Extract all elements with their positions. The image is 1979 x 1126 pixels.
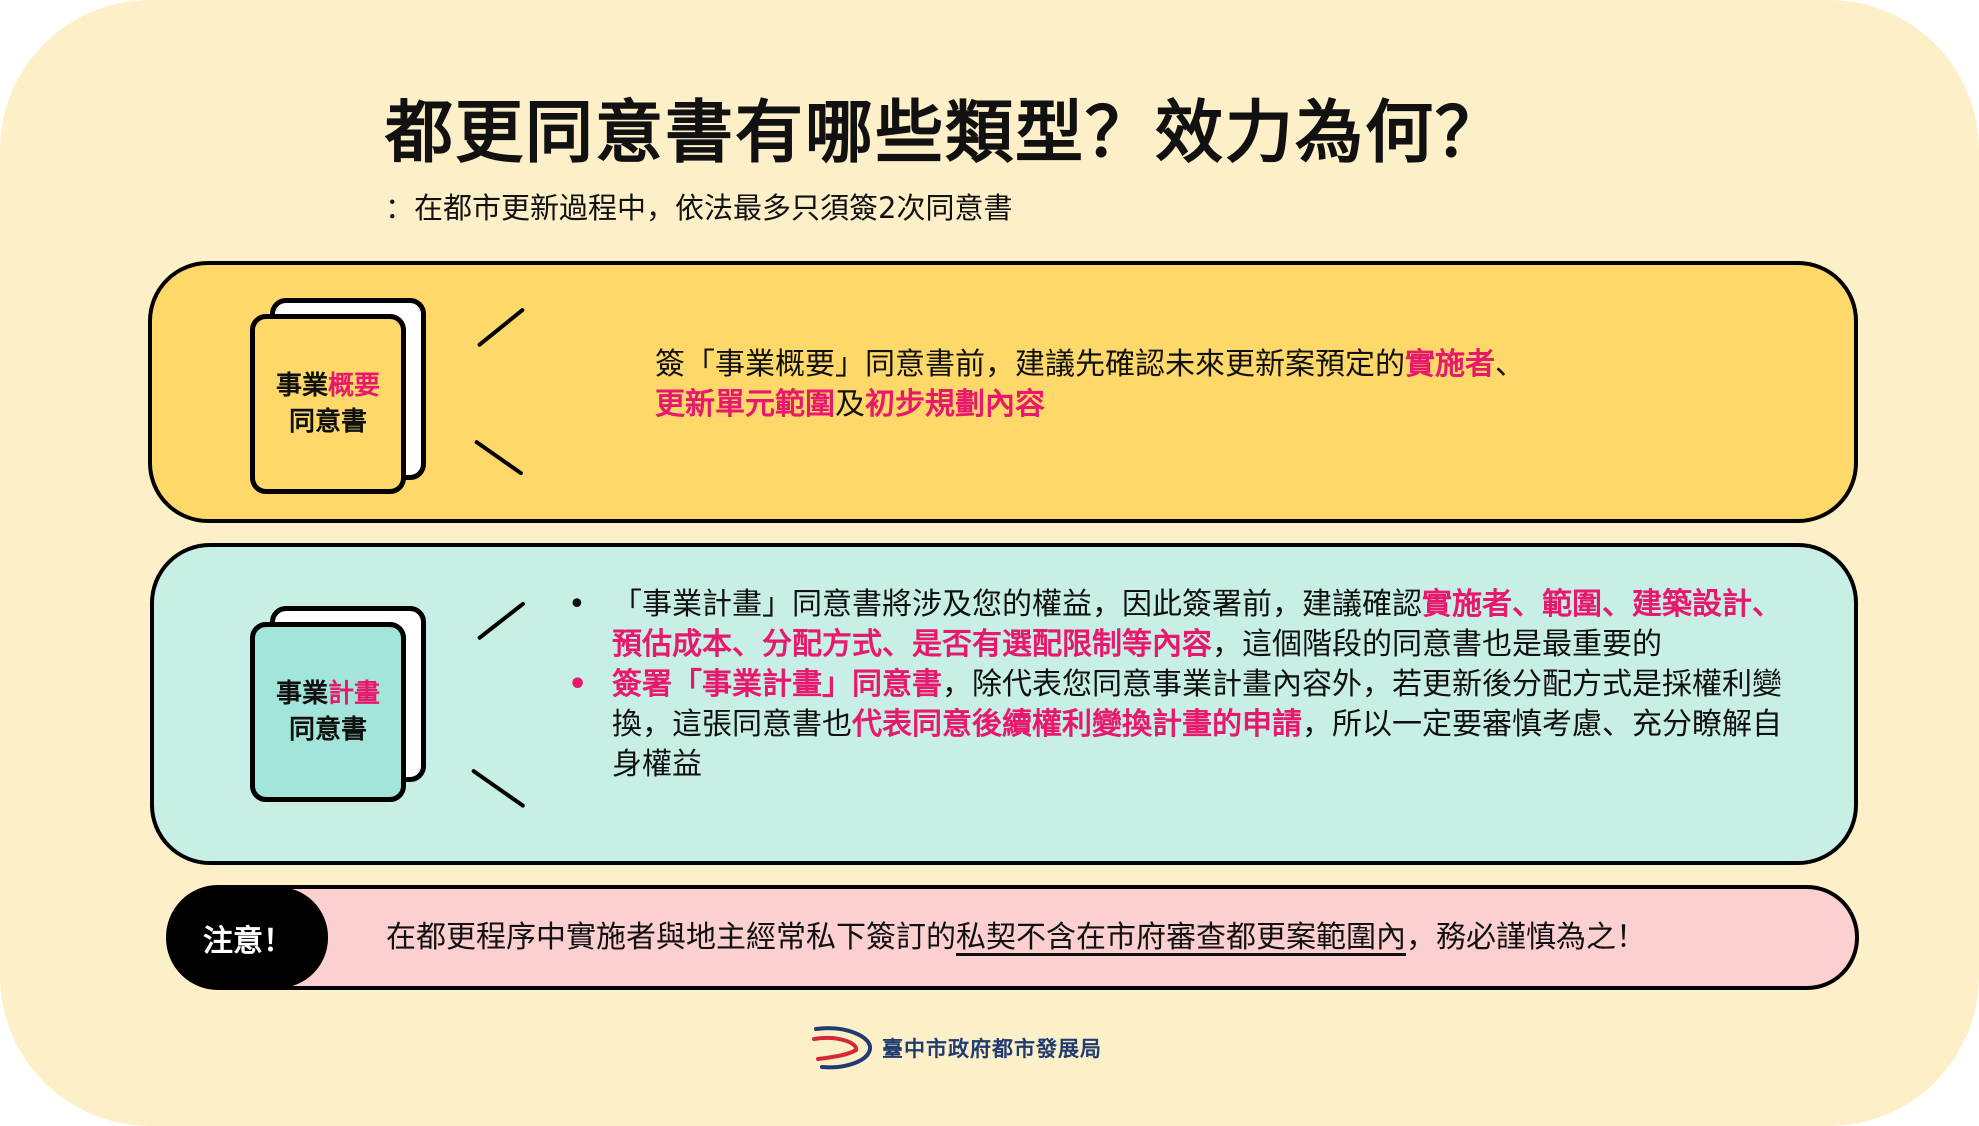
highlight-implementer: 實施者	[1405, 347, 1495, 382]
underlined-text: 私契不含在市府審查都更案範圍內	[956, 920, 1406, 955]
doc-label-business-plan: 事業計畫 同意書	[250, 622, 406, 802]
section2-bullet-list: • 「事業計畫」同意書將涉及您的權益，因此簽署前，建議確認實施者、範圍、建築設計…	[560, 585, 1785, 785]
highlight-rights-transformation: 代表同意後續權利變換計畫的申請	[852, 707, 1302, 742]
doc-label-line-2: 同意書	[288, 407, 367, 437]
doc-label-line-2: 同意書	[288, 715, 367, 745]
taichung-urban-development-logo-icon	[812, 1026, 872, 1070]
list-item: • 「事業計畫」同意書將涉及您的權益，因此簽署前，建議確認實施者、範圍、建築設計…	[568, 587, 1782, 662]
section1-description: 簽「事業概要」同意書前，建議先確認未來更新案預定的實施者、更新單元範圍及初步規劃…	[655, 347, 1525, 422]
highlight-sign-plan: 簽署「事業計畫」同意書	[612, 667, 942, 702]
bullet-marker: •	[568, 667, 588, 702]
section-business-outline	[148, 261, 1858, 523]
warning-note: 注意！ 在都更程序中實施者與地主經常私下簽訂的私契不含在市府審查都更案範圍內，務…	[166, 885, 1859, 990]
warning-text: 在都更程序中實施者與地主經常私下簽訂的私契不含在市府審查都更案範圍內，務必謹慎為…	[386, 920, 1646, 955]
doc-label-line-1: 事業計畫	[276, 676, 380, 712]
doc-label-highlight: 概要	[328, 371, 381, 401]
doc-label-line-1: 事業概要	[276, 368, 380, 404]
doc-label-business-outline: 事業概要 同意書	[250, 314, 406, 494]
list-item: • 簽署「事業計畫」同意書，除代表您同意事業計畫內容外，若更新後分配方式是採權利…	[568, 667, 1782, 782]
highlight-unit-scope: 更新單元範圍	[655, 387, 835, 422]
page-title: 都更同意書有哪些類型？效力為何？	[385, 94, 1506, 173]
page-subtitle: ：在都市更新過程中，依法最多只須簽2次同意書	[385, 191, 1013, 225]
bullet-marker: •	[568, 587, 586, 622]
footer: 臺中市政府都市發展局	[812, 1020, 1102, 1076]
warning-badge: 注意！	[168, 887, 328, 988]
document-front-sheet-icon	[250, 622, 406, 802]
section-business-plan	[150, 543, 1858, 865]
doc-label-plain: 事業	[275, 679, 328, 709]
doc-label-plain: 事業	[275, 371, 328, 401]
highlight-initial-plan: 初步規劃內容	[865, 387, 1045, 422]
doc-label-highlight: 計畫	[328, 679, 381, 709]
highlight-items: 實施者、範圍、建築設計、預估成本、分配方式、是否有選配限制等內容	[612, 587, 1782, 662]
document-front-sheet-icon	[250, 314, 406, 494]
org-name: 臺中市政府都市發展局	[882, 1037, 1102, 1061]
